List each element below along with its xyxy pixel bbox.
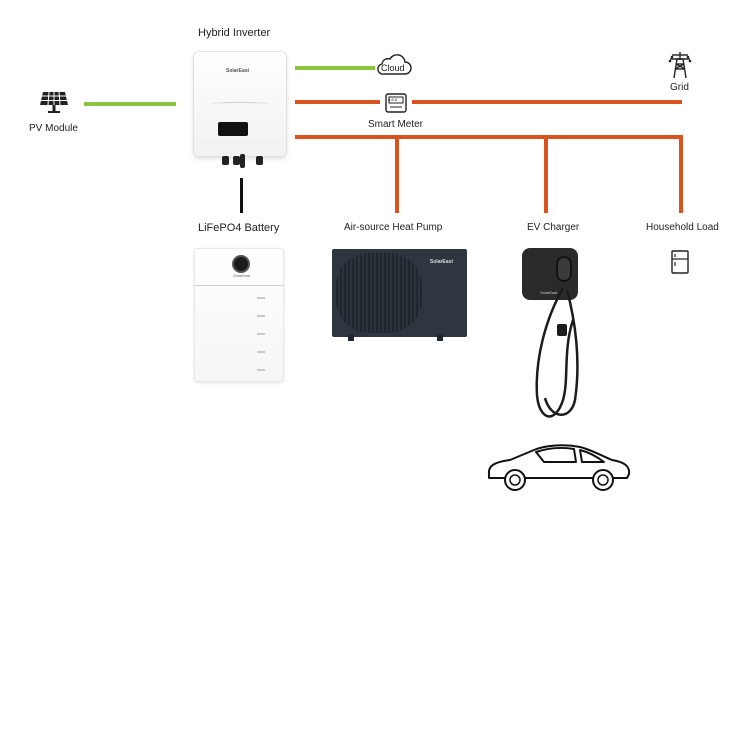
battery-logo: SolarEast [233,273,251,278]
solar-panel-icon [40,91,68,113]
ev-charger-drop-line [544,135,548,213]
household-load-label: Household Load [646,222,719,233]
cloud-label: Cloud [381,63,405,73]
inverter-display [218,122,248,136]
hybrid-inverter-label: Hybrid Inverter [198,27,271,39]
charging-cable [535,287,579,418]
household-drop-line [679,135,683,213]
car-icon [487,444,631,491]
inverter-logo: SolarEast [226,68,250,74]
smart-meter-display: 8.8.8 [388,97,397,102]
battery-module-notch [257,369,265,371]
battery-divider [195,285,283,286]
heat-pump-logo: SolarEast [429,259,453,265]
heat-pump-drop-line [395,135,399,213]
cloud-icon [377,54,412,75]
grid-label: Grid [670,82,689,93]
heat-pump-fan-grille [336,253,422,333]
charger-logo: SolarEast [540,290,558,295]
smart-meter-label: Smart Meter [368,119,424,130]
battery-module-notch [257,333,265,335]
hybrid-inverter: SolarEast [193,51,287,157]
smart-meter-icon [385,93,407,113]
battery-module-notch [257,297,265,299]
pv-module-label: PV Module [29,123,78,134]
charger-holster [556,256,572,282]
inverter-connector [222,156,229,165]
ev-charger-label: EV Charger [527,222,580,233]
heat-pump-foot [348,335,354,341]
lifepo4-battery: SolarEast [194,248,284,382]
ev-charger: SolarEast [522,248,578,300]
pv-to-inverter-line [84,102,176,106]
meter-to-grid-line [412,100,682,104]
heat-pump-foot [437,335,443,341]
battery-power-knob [232,255,250,273]
inverter-swoosh [212,102,268,106]
refrigerator-icon [671,250,689,274]
inverter-to-battery-line [240,178,243,213]
battery-label: LiFePO4 Battery [198,222,280,234]
inverter-connector [240,154,245,168]
transmission-tower-icon [668,52,692,79]
battery-module-notch [257,351,265,353]
inverter-to-meter-line [295,100,380,104]
heat-pump-label: Air-source Heat Pump [344,222,443,233]
inverter-connector [233,156,240,165]
battery-module-notch [257,315,265,317]
load-bus-line [295,135,683,139]
inverter-connector [256,156,263,165]
air-source-heat-pump: SolarEast [332,249,467,337]
inverter-to-cloud-line [295,66,375,70]
